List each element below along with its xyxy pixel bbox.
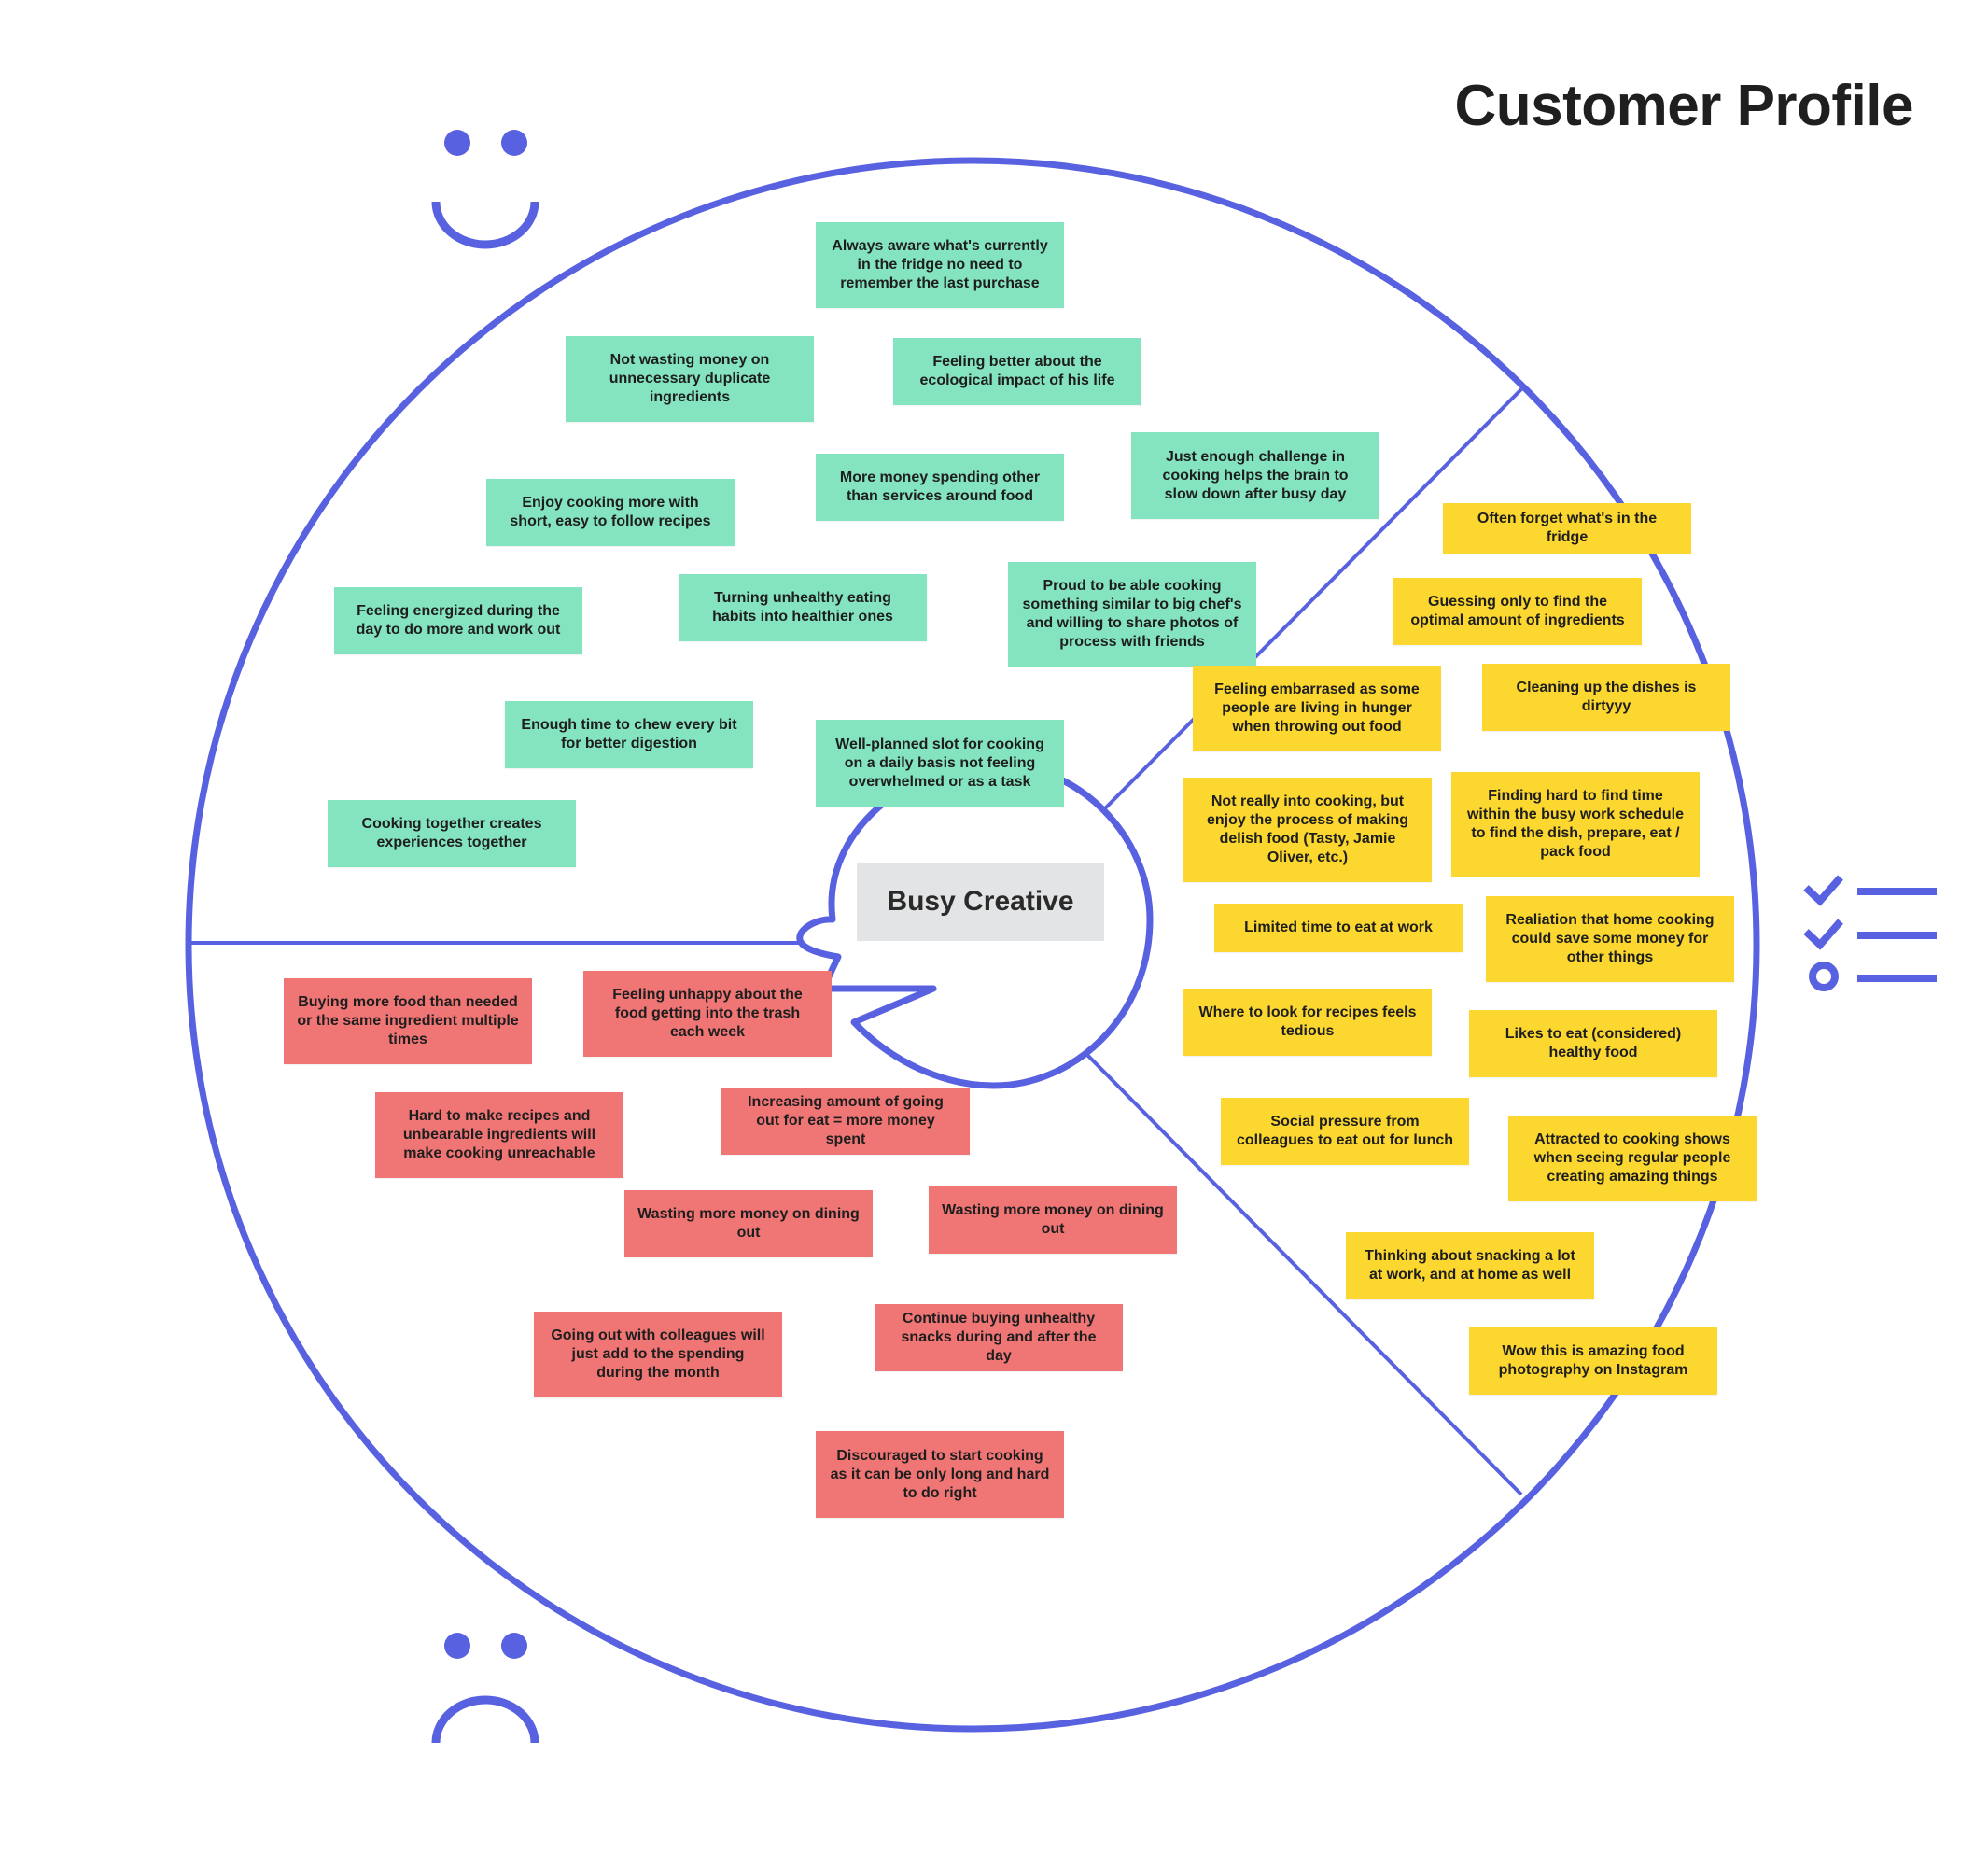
pain-note[interactable]: Wasting more money on dining out (929, 1186, 1177, 1254)
job-note[interactable]: Cleaning up the dishes is dirtyyy (1482, 664, 1730, 731)
gain-note[interactable]: Enjoy cooking more with short, easy to f… (486, 479, 735, 546)
divider-upper-right (1103, 387, 1523, 810)
pain-note[interactable]: Wasting more money on dining out (624, 1190, 873, 1257)
job-note[interactable]: Not really into cooking, but enjoy the p… (1183, 778, 1432, 882)
gain-note[interactable]: Cooking together creates experiences tog… (328, 800, 576, 867)
gain-note[interactable]: Turning unhealthy eating habits into hea… (679, 574, 927, 641)
checklist-icon (1803, 875, 1937, 991)
customer-segment-label: Busy Creative (857, 863, 1104, 941)
job-note[interactable]: Thinking about snacking a lot at work, a… (1346, 1232, 1594, 1299)
pain-note[interactable]: Increasing amount of going out for eat =… (721, 1088, 970, 1155)
pain-note[interactable]: Feeling unhappy about the food getting i… (583, 971, 832, 1057)
page-title: Customer Profile (1454, 74, 1913, 138)
job-note[interactable]: Finding hard to find time within the bus… (1451, 772, 1700, 877)
gain-note[interactable]: Proud to be able cooking something simil… (1008, 562, 1256, 667)
gain-note[interactable]: Enough time to chew every bit for better… (505, 701, 753, 768)
gain-note[interactable]: Not wasting money on unnecessary duplica… (566, 336, 814, 422)
job-note[interactable]: Limited time to eat at work (1214, 904, 1463, 952)
job-note[interactable]: Attracted to cooking shows when seeing r… (1508, 1116, 1757, 1201)
gain-note[interactable]: More money spending other than services … (816, 454, 1064, 521)
job-note[interactable]: Realiation that home cooking could save … (1486, 896, 1734, 982)
job-note[interactable]: Guessing only to find the optimal amount… (1393, 578, 1642, 645)
gain-note[interactable]: Just enough challenge in cooking helps t… (1131, 432, 1379, 519)
divider-lower-right (1081, 1048, 1523, 1496)
job-note[interactable]: Social pressure from colleagues to eat o… (1221, 1098, 1469, 1165)
job-note[interactable]: Feeling embarrased as some people are li… (1193, 666, 1441, 751)
gain-note[interactable]: Always aware what's currently in the fri… (816, 222, 1064, 308)
gain-note[interactable]: Feeling better about the ecological impa… (893, 338, 1141, 405)
pain-note[interactable]: Hard to make recipes and unbearable ingr… (375, 1092, 623, 1178)
gain-note[interactable]: Well-planned slot for cooking on a daily… (816, 720, 1064, 807)
gain-note[interactable]: Feeling energized during the day to do m… (334, 587, 582, 654)
job-note[interactable]: Likes to eat (considered) healthy food (1469, 1010, 1717, 1077)
sad-face-icon (431, 1633, 539, 1744)
pain-note[interactable]: Buying more food than needed or the same… (284, 978, 532, 1064)
pain-note[interactable]: Continue buying unhealthy snacks during … (875, 1304, 1123, 1371)
job-note[interactable]: Wow this is amazing food photography on … (1469, 1327, 1717, 1395)
job-note[interactable]: Often forget what's in the fridge (1443, 503, 1691, 554)
job-note[interactable]: Where to look for recipes feels tedious (1183, 989, 1432, 1056)
happy-face-icon (431, 130, 539, 249)
pain-note[interactable]: Discouraged to start cooking as it can b… (816, 1431, 1064, 1518)
pain-note[interactable]: Going out with colleagues will just add … (534, 1312, 782, 1397)
